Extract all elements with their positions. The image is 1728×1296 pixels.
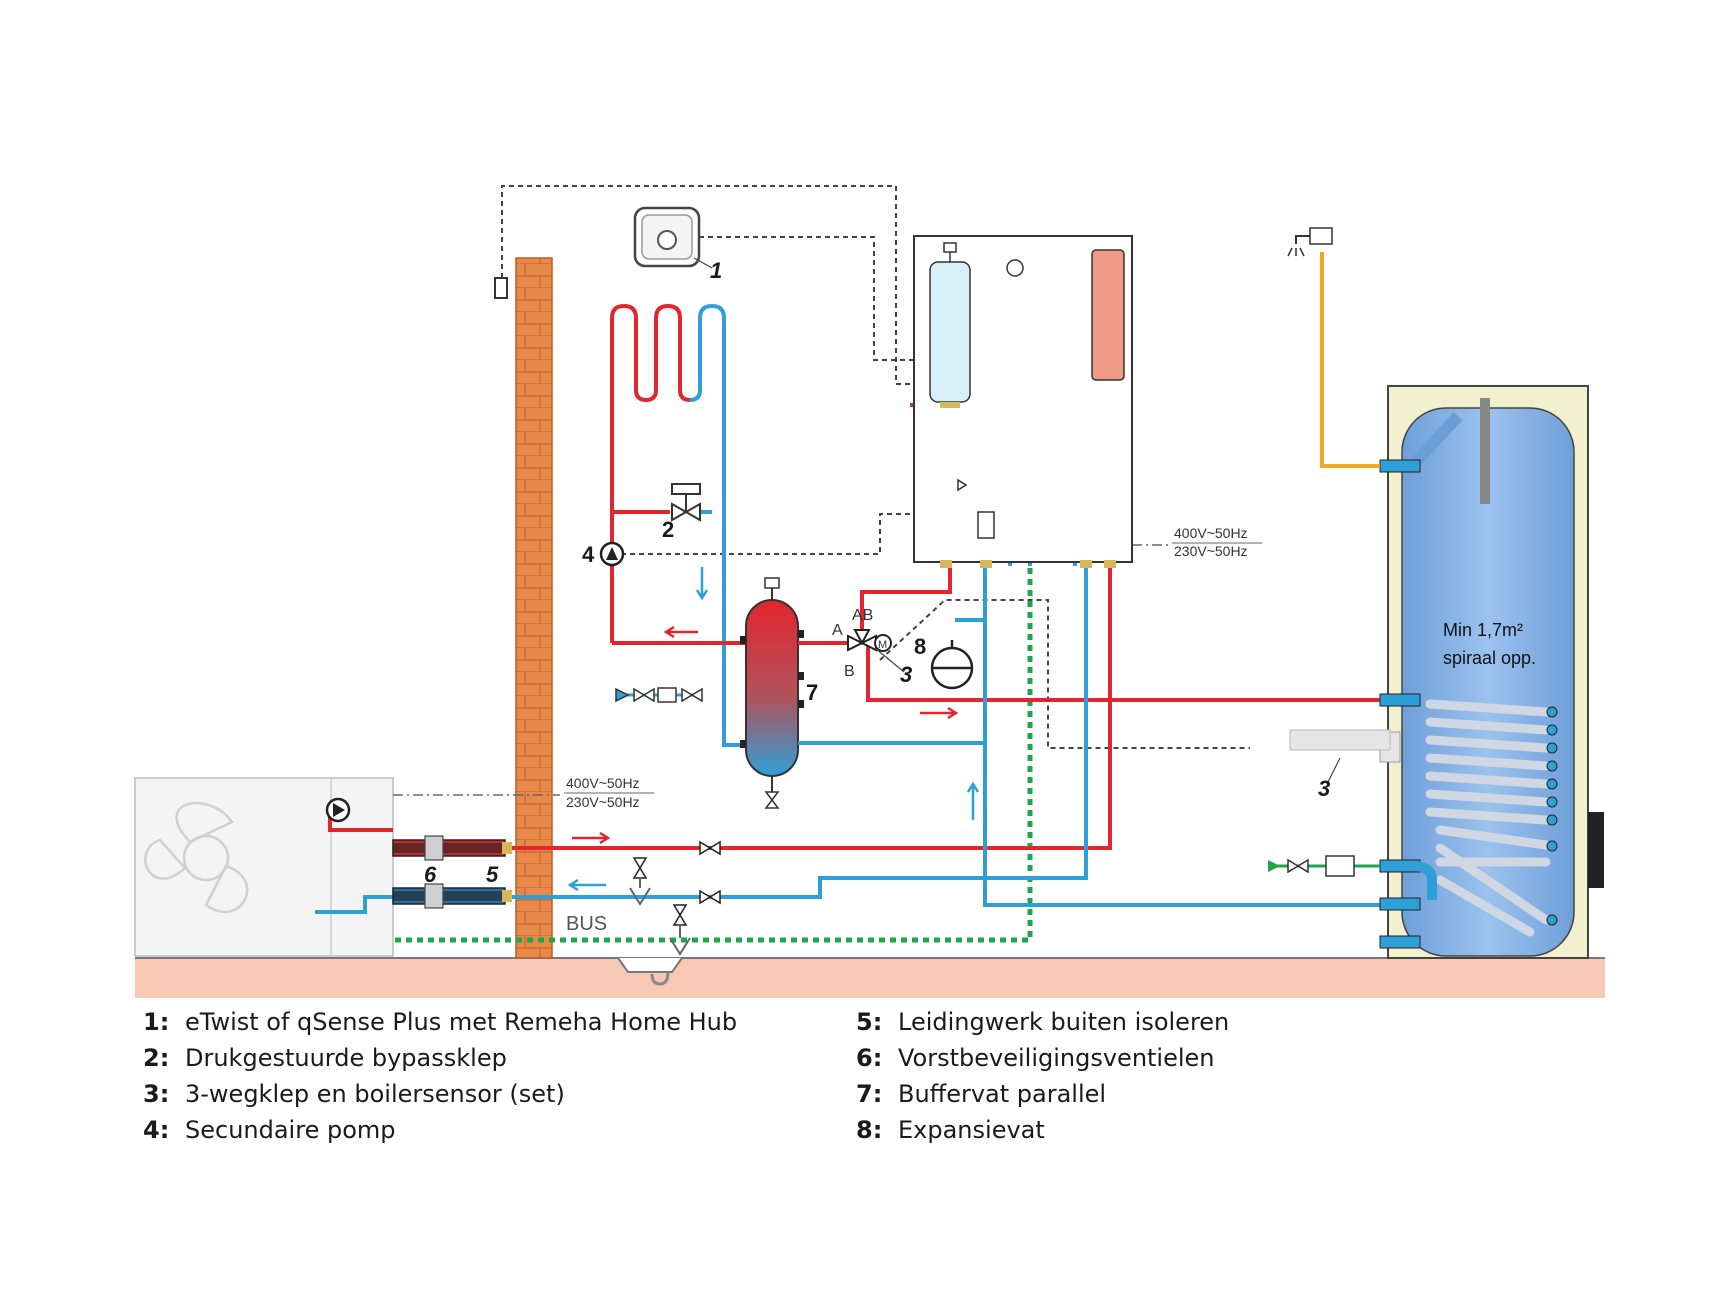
valve-port-a: A	[832, 622, 843, 639]
legend-text: 3-wegklep en boilersensor (set)	[185, 1080, 565, 1108]
callout-2: 2	[662, 517, 674, 542]
flow-arrows	[567, 567, 980, 892]
indoor-power-400: 400V~50Hz	[1174, 525, 1248, 541]
floor	[135, 957, 1605, 998]
callout-7: 7	[806, 680, 818, 705]
legend-item-7: 7: Buffervat parallel	[856, 1080, 1106, 1108]
bus-cable	[395, 564, 1033, 943]
outdoor-power-230: 230V~50Hz	[566, 794, 640, 810]
buffer-vessel	[740, 577, 804, 809]
legend-key: 1:	[143, 1008, 170, 1036]
outdoor-power-400: 400V~50Hz	[566, 775, 640, 791]
legend-key: 4:	[143, 1116, 170, 1144]
legend-text: Vorstbeveiligingsventielen	[898, 1044, 1215, 1072]
legend-text: Drukgestuurde bypassklep	[185, 1044, 507, 1072]
fan-icon	[144, 801, 249, 914]
legend-item-6: 6: Vorstbeveiligingsventielen	[856, 1044, 1215, 1072]
callout-1: 1	[710, 258, 722, 283]
legend-key: 2:	[143, 1044, 170, 1072]
tank-coil	[1425, 699, 1551, 937]
indoor-unit	[913, 235, 1133, 568]
legend-text: eTwist of qSense Plus met Remeha Home Hu…	[185, 1008, 738, 1036]
hot-water-line	[1287, 227, 1380, 468]
legend-item-1: 1: eTwist of qSense Plus met Remeha Home …	[143, 1008, 737, 1036]
drain-funnels	[629, 878, 691, 956]
callout-5: 5	[486, 862, 499, 887]
tank-connections	[1379, 459, 1437, 949]
outdoor-sensor-icon	[494, 277, 508, 299]
callout-6: 6	[424, 862, 437, 887]
indoor-power-230: 230V~50Hz	[1174, 543, 1248, 559]
tank-coil-ends	[1546, 706, 1558, 926]
outdoor-heat-pump-unit	[134, 777, 394, 957]
legend-key: 6:	[856, 1044, 883, 1072]
tank-note-line1: Min 1,7m²	[1443, 620, 1523, 640]
cold-water-inlet	[1268, 855, 1380, 877]
valve-motor-m: M	[878, 639, 887, 651]
return-pipes	[315, 264, 1380, 914]
callout-4: 4	[582, 542, 595, 567]
legend-key: 5:	[856, 1008, 883, 1036]
legend-text: Expansievat	[898, 1116, 1045, 1144]
bypass-valve-icon	[671, 483, 701, 522]
callout-8: 8	[914, 634, 926, 659]
legend: 1: eTwist of qSense Plus met Remeha Home …	[143, 1008, 1643, 1168]
control-wiring	[501, 185, 1250, 749]
legend-text: Buffervat parallel	[898, 1080, 1107, 1108]
legend-key: 7:	[856, 1080, 883, 1108]
legend-item-3: 3: 3-wegklep en boilersensor (set)	[143, 1080, 565, 1108]
floor-heating-loop	[610, 303, 750, 747]
valve-port-ab: AB	[852, 607, 873, 624]
legend-item-2: 2: Drukgestuurde bypassklep	[143, 1044, 507, 1072]
brick-wall	[515, 257, 553, 959]
legend-text: Secundaire pomp	[185, 1116, 396, 1144]
legend-text: Leidingwerk buiten isoleren	[898, 1008, 1230, 1036]
frost-valves-insulation	[392, 835, 512, 909]
bus-label: BUS	[566, 913, 607, 935]
callout-3-sensor: 3	[1318, 776, 1330, 801]
power-lines	[393, 544, 1168, 796]
valve-port-b: B	[844, 663, 855, 680]
secondary-pump-icon	[599, 541, 625, 567]
legend-key: 8:	[856, 1116, 883, 1144]
tank-note-line2: spiraal opp.	[1443, 648, 1536, 668]
legend-key: 3:	[143, 1080, 170, 1108]
three-way-valve-icon	[847, 629, 892, 652]
heat-pump-circulator-icon	[325, 797, 351, 823]
callout-3: 3	[900, 662, 912, 687]
shower-tap-icon	[1287, 247, 1305, 257]
legend-item-4: 4: Secundaire pomp	[143, 1116, 396, 1144]
legend-item-8: 8: Expansievat	[856, 1116, 1045, 1144]
legend-item-5: 5: Leidingwerk buiten isoleren	[856, 1008, 1229, 1036]
expansion-vessel-icon	[930, 640, 974, 690]
shutoff-valves	[632, 840, 721, 926]
thermostat-device	[633, 206, 701, 268]
fill-valve-train	[615, 687, 703, 703]
